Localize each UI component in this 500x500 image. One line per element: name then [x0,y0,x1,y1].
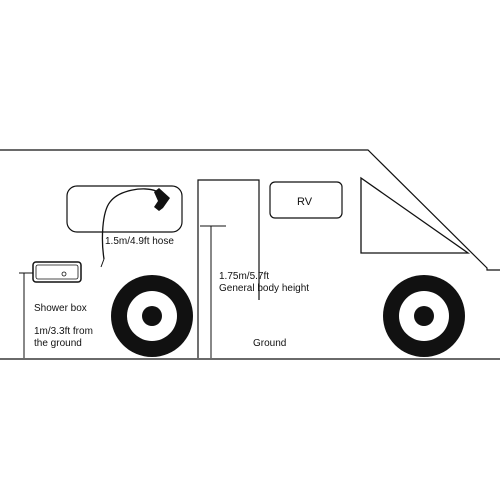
side-window [66,185,183,233]
rv-window [269,181,343,219]
rv-label: RV [297,196,313,208]
front-wheel [111,275,193,357]
shower-box [32,261,82,283]
shower-box-knob [61,271,67,277]
rv-body-outline [0,149,500,271]
shower-box-inner [35,264,79,280]
door-outline [197,179,260,358]
hose-pointer [100,258,105,268]
shower-box-label: Shower box [34,303,87,314]
height-desc-label: General body height [219,283,309,294]
shower-hose [101,188,157,260]
windshield [360,176,471,254]
hose-label: 1.5m/4.9ft hose [105,236,174,247]
box-height-desc-label: the ground [34,338,82,349]
ground-label: Ground [253,338,286,349]
rear-wheel [383,275,465,357]
shower-head-icon [154,188,170,211]
box-height-value-label: 1m/3.3ft from [34,326,93,337]
height-value-label: 1.75m/5.7ft [219,271,269,282]
